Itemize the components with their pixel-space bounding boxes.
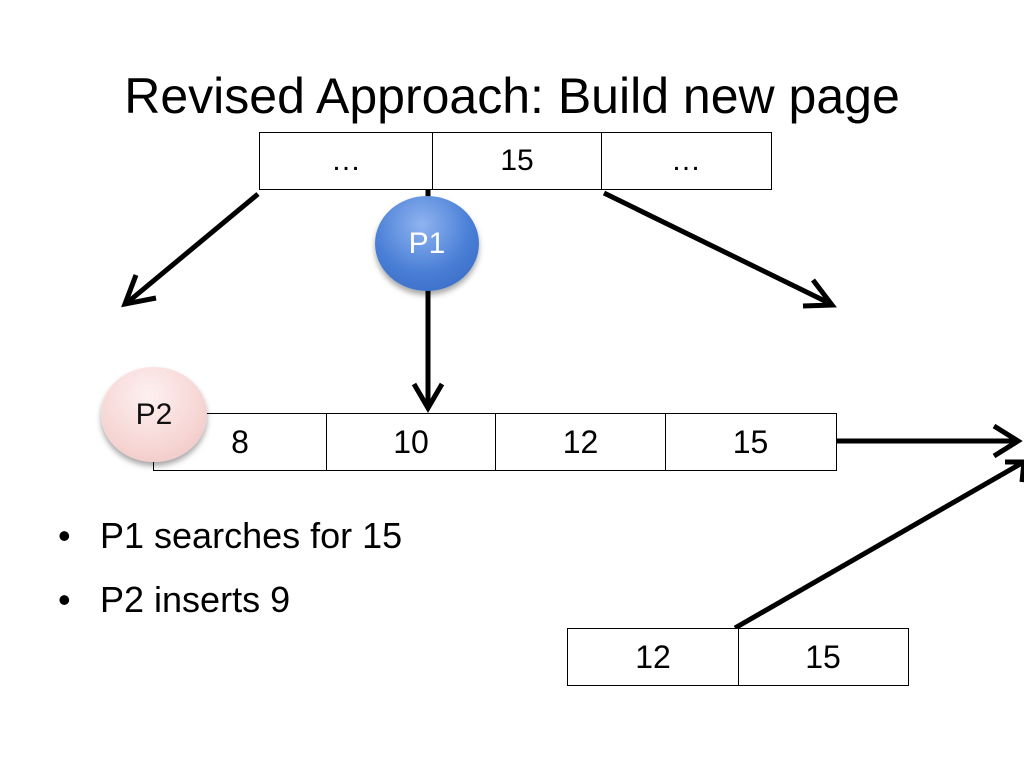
arrow-top-right-child [602, 190, 837, 309]
top-node-cell: 15 [433, 133, 602, 189]
process-p1-circle: P1 [375, 196, 479, 291]
bullet-list: • P1 searches for 15 • P2 inserts 9 [58, 510, 402, 638]
slide-title: Revised Approach: Build new page [124, 68, 900, 124]
bullet-item: • P2 inserts 9 [58, 574, 402, 638]
middle-node-cell: 8 [154, 414, 327, 470]
top-node-cell: … [671, 144, 701, 177]
middle-node-cell: 10 [327, 414, 496, 470]
arrow-new-node-next [733, 459, 1024, 631]
bullet-dot-icon: • [58, 515, 71, 556]
arrow-p1-descend [411, 290, 445, 413]
middle-node: 8 10 12 15 [153, 413, 837, 471]
middle-node-cell: 12 [496, 414, 666, 470]
new-node: 12 15 [567, 628, 909, 686]
bullet-item: • P1 searches for 15 [58, 510, 402, 574]
bullet-text: P1 searches for 15 [100, 515, 403, 556]
top-node-cell: … [260, 133, 433, 189]
arrow-middle-next [836, 423, 1023, 459]
arrow-top-left-child [121, 192, 260, 308]
middle-node-cell: 15 [732, 423, 769, 460]
bullet-text: P2 inserts 9 [100, 579, 291, 620]
new-node-cell: 15 [805, 638, 841, 675]
bullet-dot-icon: • [58, 579, 71, 620]
top-node: … 15 … [259, 132, 772, 190]
new-node-cell: 12 [568, 629, 739, 685]
process-p2-circle: P2 [101, 367, 207, 462]
